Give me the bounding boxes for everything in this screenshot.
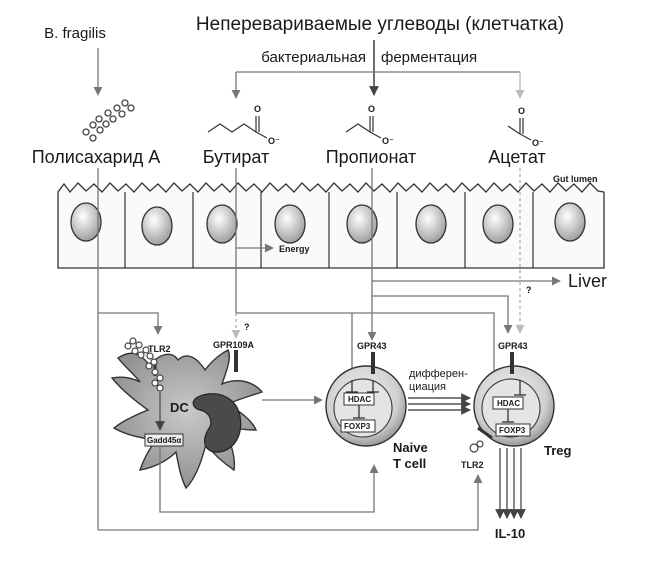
dc-label: DC bbox=[170, 400, 189, 415]
treg-cell bbox=[469, 352, 555, 453]
acetate-charge: O⁻ bbox=[532, 138, 544, 148]
treg-label: Treg bbox=[544, 443, 572, 458]
label-polysaccharide-a: Полисахарид А bbox=[32, 147, 161, 167]
butyrate-structure bbox=[207, 116, 268, 139]
acetate-carbonyl-o: O bbox=[518, 106, 525, 116]
fermentation-label-right: ферментация bbox=[381, 49, 477, 66]
fermentation-label-left: бактериальная bbox=[261, 49, 366, 66]
differentiation-label-2: циация bbox=[409, 381, 446, 393]
bacterium-label: B. fragilis bbox=[44, 25, 106, 42]
il10-arrows bbox=[495, 448, 526, 519]
tlr2-treg-label: TLR2 bbox=[461, 460, 484, 470]
differentiation-label-1: дифферен- bbox=[409, 368, 468, 380]
page-title: Неперевариваемые углеводы (клетчатка) bbox=[196, 14, 564, 35]
naive-label-line2: T cell bbox=[393, 456, 426, 471]
polysaccharide-a-beads bbox=[82, 99, 135, 142]
gpr109a-question-mark: ? bbox=[244, 322, 250, 332]
dendritic-cell bbox=[110, 337, 264, 490]
hdac-treg-label: HDAC bbox=[497, 399, 520, 408]
foxp3-naive-label: FOXP3 bbox=[344, 422, 371, 431]
propionate-carbonyl-o: O bbox=[368, 104, 375, 114]
naive-label-line1: Naive bbox=[393, 440, 428, 455]
energy-label: Energy bbox=[279, 244, 310, 254]
gut-epithelium bbox=[57, 182, 605, 269]
gut-lumen-label: Gut lumen bbox=[553, 174, 598, 184]
liver-label: Liver bbox=[568, 271, 607, 291]
propionate-charge: O⁻ bbox=[382, 136, 394, 146]
naive-t-cell bbox=[325, 352, 407, 447]
label-propionate: Пропионат bbox=[326, 147, 417, 167]
label-acetate: Ацетат bbox=[488, 147, 545, 167]
fermentation-arrows bbox=[93, 40, 525, 99]
propionate-structure bbox=[345, 116, 382, 139]
acetate-structure bbox=[507, 118, 532, 141]
differentiation-arrows bbox=[408, 393, 471, 415]
gpr109a-label: GPR109A bbox=[213, 340, 255, 350]
acetate-question-mark: ? bbox=[526, 285, 532, 295]
label-butyrate: Бутират bbox=[203, 147, 270, 167]
butyrate-charge: O⁻ bbox=[268, 136, 280, 146]
foxp3-treg-label: FOXP3 bbox=[499, 426, 526, 435]
butyrate-carbonyl-o: O bbox=[254, 104, 261, 114]
hdac-naive-label: HDAC bbox=[348, 395, 371, 404]
tlr2-dc-label: TLR2 bbox=[148, 344, 171, 354]
gpr43-naive-label: GPR43 bbox=[357, 341, 387, 351]
gadd45a-label: Gadd45α bbox=[147, 436, 181, 445]
il10-label: IL-10 bbox=[495, 526, 525, 541]
gpr43-treg-label: GPR43 bbox=[498, 341, 528, 351]
